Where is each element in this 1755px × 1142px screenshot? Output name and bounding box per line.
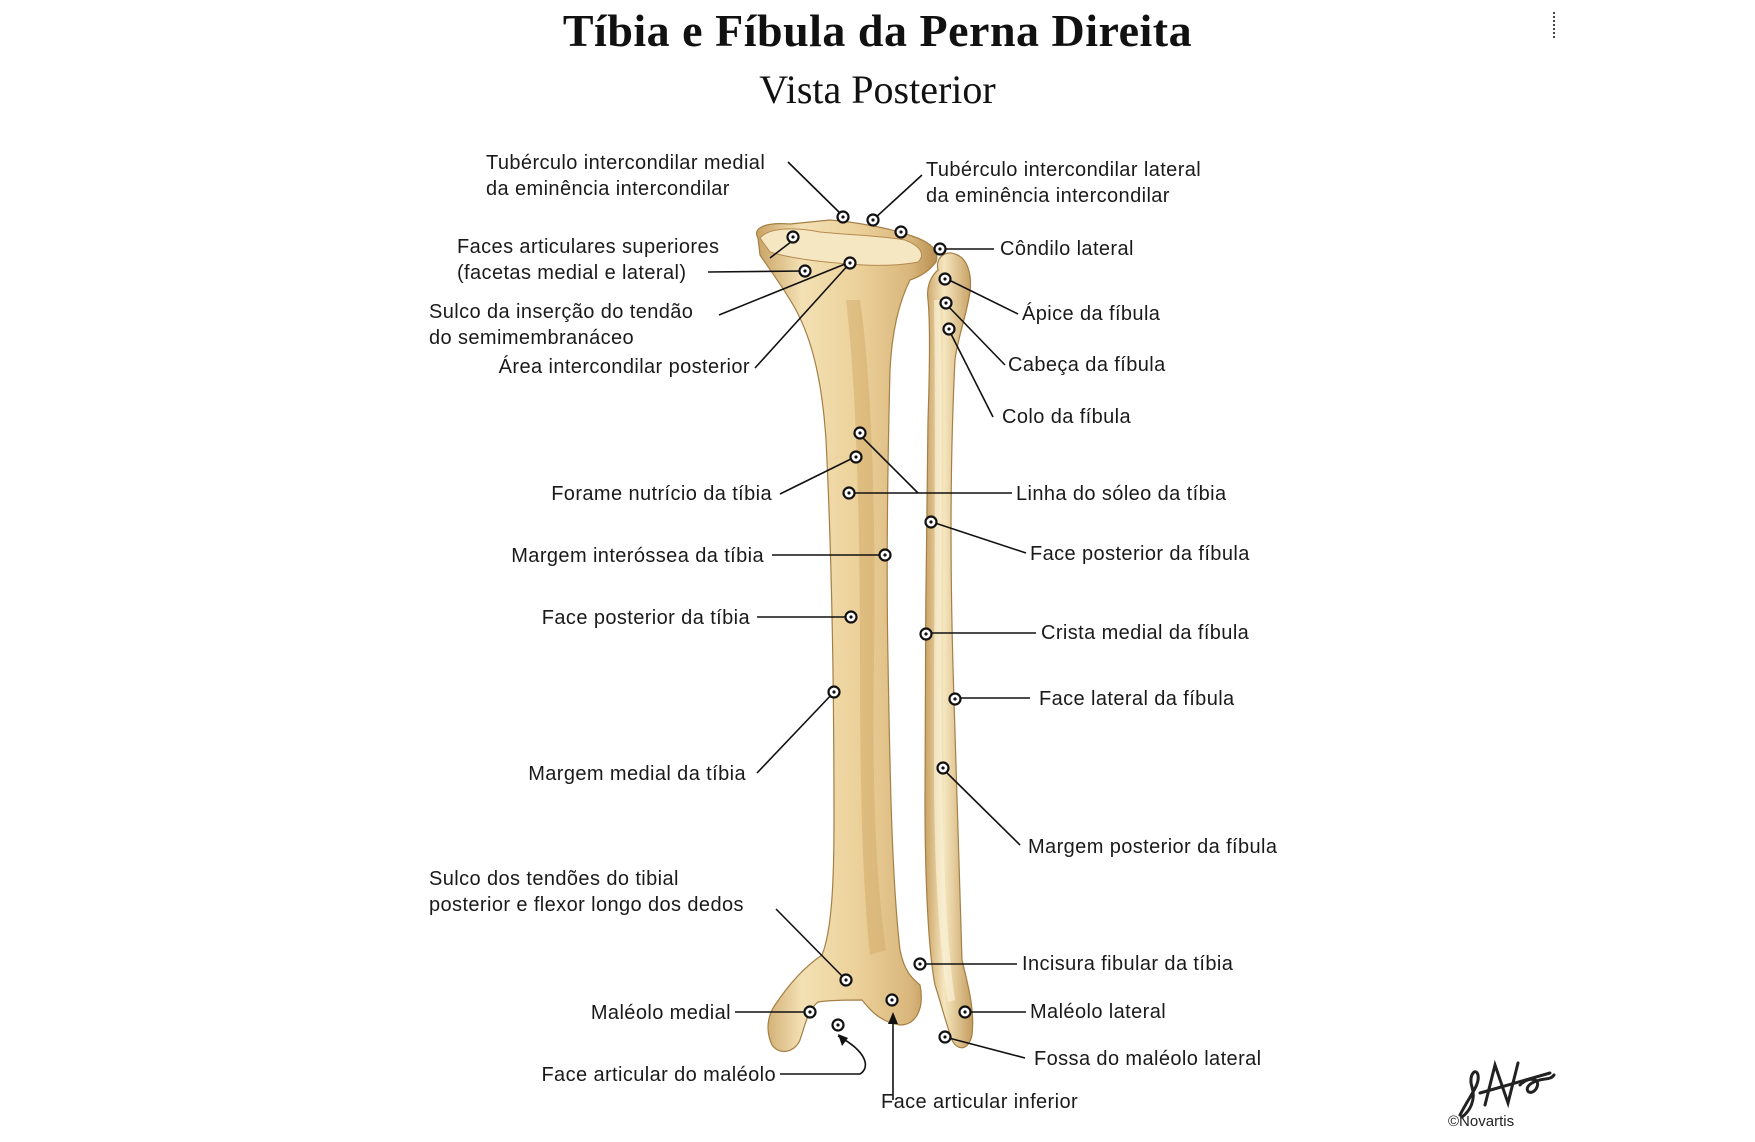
label-margem-medial-tibia: Margem medial da tíbia <box>528 763 746 785</box>
tibia-bone <box>756 219 938 1053</box>
label-face-posterior-tibia: Face posterior da tíbia <box>541 607 750 629</box>
fibula-highlight <box>934 300 955 1002</box>
label-linha-soleo: Linha do sóleo da tíbia <box>1016 483 1227 505</box>
label-apice-fibula: Ápice da fíbula <box>1022 303 1161 325</box>
label-crista-medial-fibula: Crista medial da fíbula <box>1041 622 1250 644</box>
page-title: Tíbia e Fíbula da Perna Direita <box>562 5 1193 56</box>
label-cabeca-fibula: Cabeça da fíbula <box>1008 354 1166 376</box>
corner-mark <box>1553 12 1558 38</box>
label-face-posterior-fibula: Face posterior da fíbula <box>1030 543 1250 565</box>
leader-lines <box>707 161 1036 1100</box>
tibia-shaft-shadow <box>846 300 886 955</box>
label-fossa-maleolo-lateral: Fossa do maléolo lateral <box>1034 1048 1262 1070</box>
marker-centers <box>791 215 967 1039</box>
label-colo-fibula: Colo da fíbula <box>1002 406 1132 428</box>
label-maleolo-medial: Maléolo medial <box>590 1002 731 1024</box>
arrowhead <box>888 1012 898 1024</box>
label-face-articular-maleolo: Face articular do maléolo <box>541 1064 776 1086</box>
label-forame-nutricio: Forame nutrício da tíbia <box>551 483 772 505</box>
label-maleolo-lateral: Maléolo lateral <box>1030 1001 1167 1023</box>
label-face-lateral-fibula: Face lateral da fíbula <box>1039 688 1235 710</box>
label-condilo-lateral: Côndilo lateral <box>1000 238 1134 260</box>
copyright-text: ©Novartis <box>1448 1113 1515 1130</box>
tibia-plateau <box>759 228 922 266</box>
label-faces-articulares: Faces articulares superiores(facetas med… <box>457 236 720 284</box>
label-margem-interossea: Margem interóssea da tíbia <box>511 545 764 567</box>
artist-signature-logo <box>1458 1059 1556 1119</box>
label-incisura-fibular: Incisura fibular da tíbia <box>1022 953 1234 975</box>
marker-dots <box>786 210 972 1044</box>
page-subtitle: Vista Posterior <box>759 67 996 112</box>
label-face-articular-inferior: Face articular inferior <box>881 1091 1079 1113</box>
label-margem-posterior-fibula: Margem posterior da fíbula <box>1028 836 1278 858</box>
label-area-intercondilar: Área intercondilar posterior <box>498 356 750 378</box>
arrowhead <box>838 1034 848 1046</box>
fibula-bone <box>924 252 974 1049</box>
